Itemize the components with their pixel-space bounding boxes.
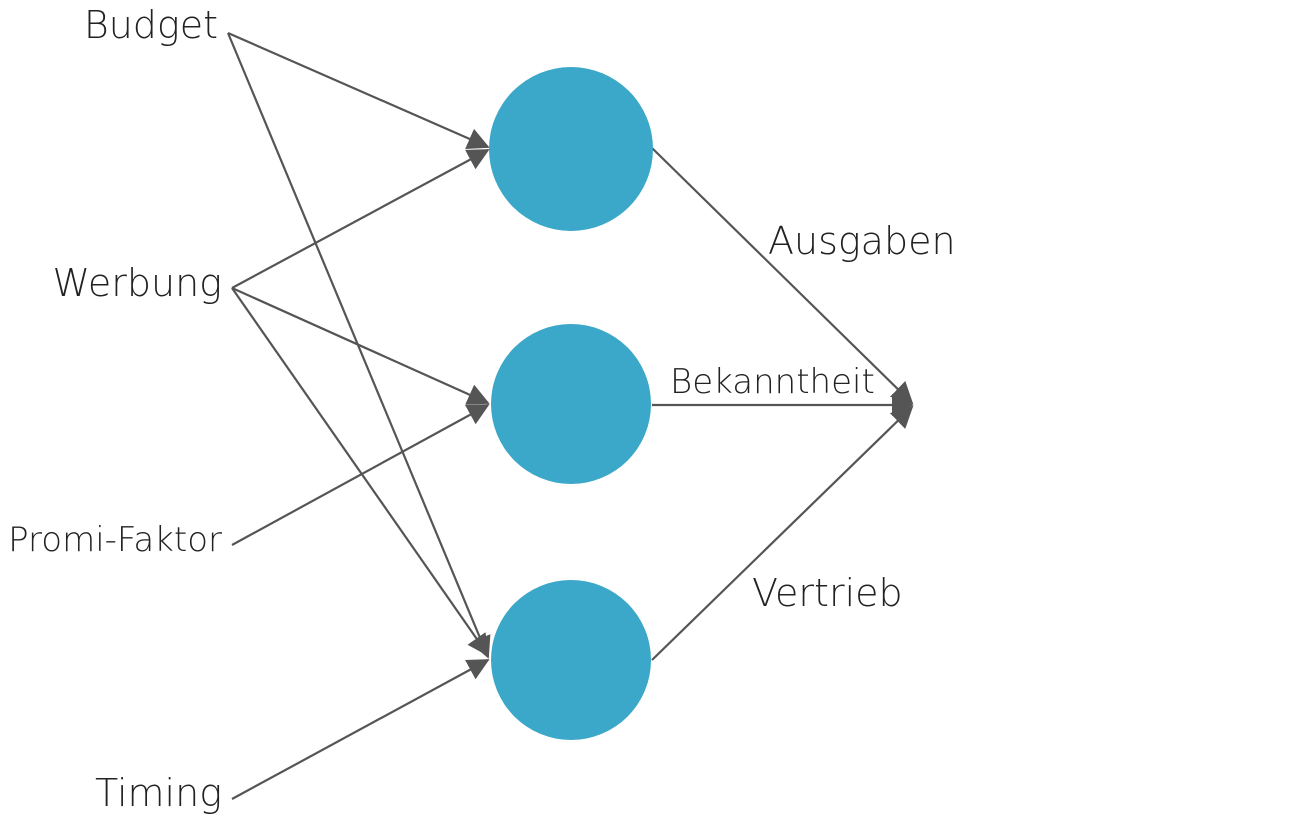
input-label-promi-faktor: Promi-Faktor: [8, 520, 222, 560]
edge-promi-faktor-to-node-middle: [231, 404, 490, 546]
input-label-werbung: Werbung: [53, 261, 222, 305]
edge-werbung-to-node-top: [231, 149, 490, 289]
input-label-timing: Timing: [95, 771, 222, 815]
hidden-node-middle: [491, 324, 651, 484]
edge-timing-to-node-bottom: [231, 659, 490, 800]
edge-budget-to-node-top: [227, 31, 490, 149]
edge-werbung-to-node-middle: [231, 286, 490, 405]
edge-node-top-to-output: [651, 147, 914, 405]
input-label-budget: Budget: [84, 3, 218, 47]
edge-werbung-to-node-bottom: [231, 287, 490, 657]
edge-node-bottom-to-output: [651, 405, 914, 661]
edge-label-vertrieb: Vertrieb: [752, 571, 903, 615]
hidden-node-top: [489, 67, 653, 231]
edge-label-bekanntheit: Bekanntheit: [670, 362, 875, 402]
edge-label-ausgaben: Ausgaben: [768, 219, 956, 263]
hidden-node-bottom: [491, 580, 651, 740]
